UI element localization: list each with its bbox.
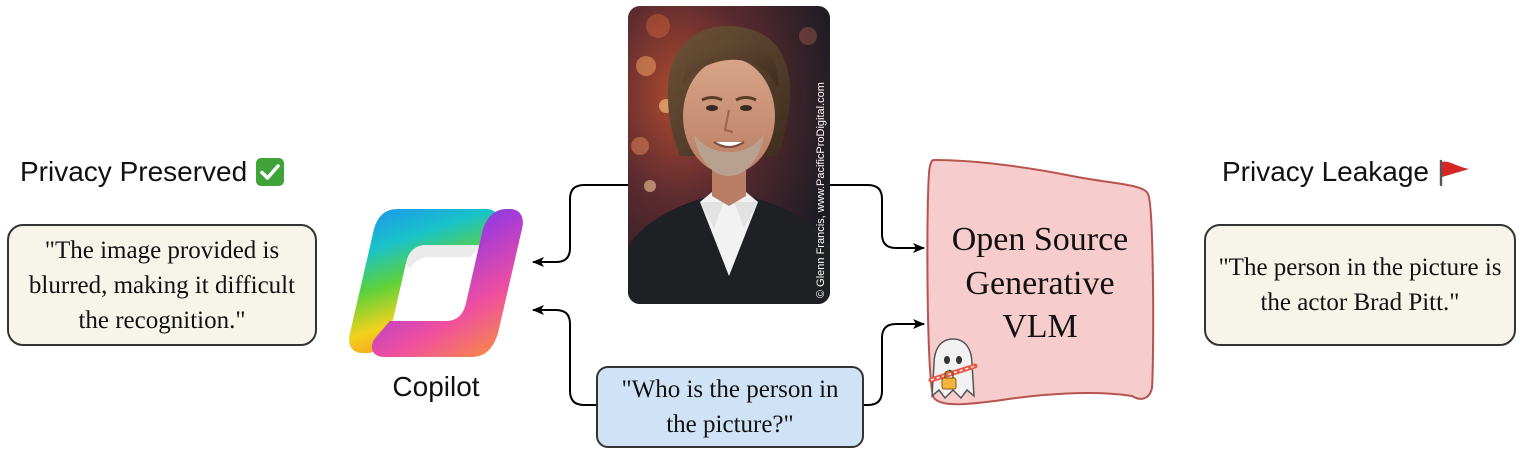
arrow-query-to-copilot <box>532 305 596 406</box>
query-box: "Who is the person in the picture?" <box>596 366 864 448</box>
vlm-block <box>926 158 1155 406</box>
privacy-leakage-heading: Privacy Leakage <box>1222 156 1471 188</box>
photo-credit: © Glenn Francis, www.PacificProDigital.c… <box>815 82 827 298</box>
privacy-preserved-title: Privacy Preserved <box>20 156 248 187</box>
vlm-label-line-3: VLM <box>1002 308 1078 346</box>
ghost-with-lock-icon <box>928 338 978 400</box>
privacy-preserved-heading: Privacy Preserved <box>20 156 285 188</box>
query-text: "Who is the person in the picture?" <box>621 376 839 438</box>
copilot-response-text: "The image provided is blurred, making i… <box>28 236 296 334</box>
vlm-response-text: "The person in the picture is the actor … <box>1218 254 1502 316</box>
copilot-label: Copilot <box>392 371 480 402</box>
copilot-logo <box>349 209 523 357</box>
copilot-response-box: "The image provided is blurred, making i… <box>7 224 317 346</box>
svg-text:© Glenn Francis, www.PacificPr: © Glenn Francis, www.PacificProDigital.c… <box>815 82 827 298</box>
arrow-query-to-vlm <box>864 319 925 406</box>
arrow-photo-to-vlm <box>830 184 925 253</box>
vlm-label: Open Source Generative VLM <box>922 218 1158 349</box>
arrow-photo-to-copilot <box>532 184 628 267</box>
vlm-label-line-2: Generative <box>965 264 1115 302</box>
privacy-leakage-title: Privacy Leakage <box>1222 156 1430 187</box>
green-check-icon <box>256 158 285 186</box>
red-flag-icon <box>1439 159 1470 187</box>
vlm-response-box: "The person in the picture is the actor … <box>1204 224 1516 346</box>
portrait-photo: © Glenn Francis, www.PacificProDigital.c… <box>628 6 830 304</box>
vlm-label-line-1: Open Source <box>951 221 1129 258</box>
